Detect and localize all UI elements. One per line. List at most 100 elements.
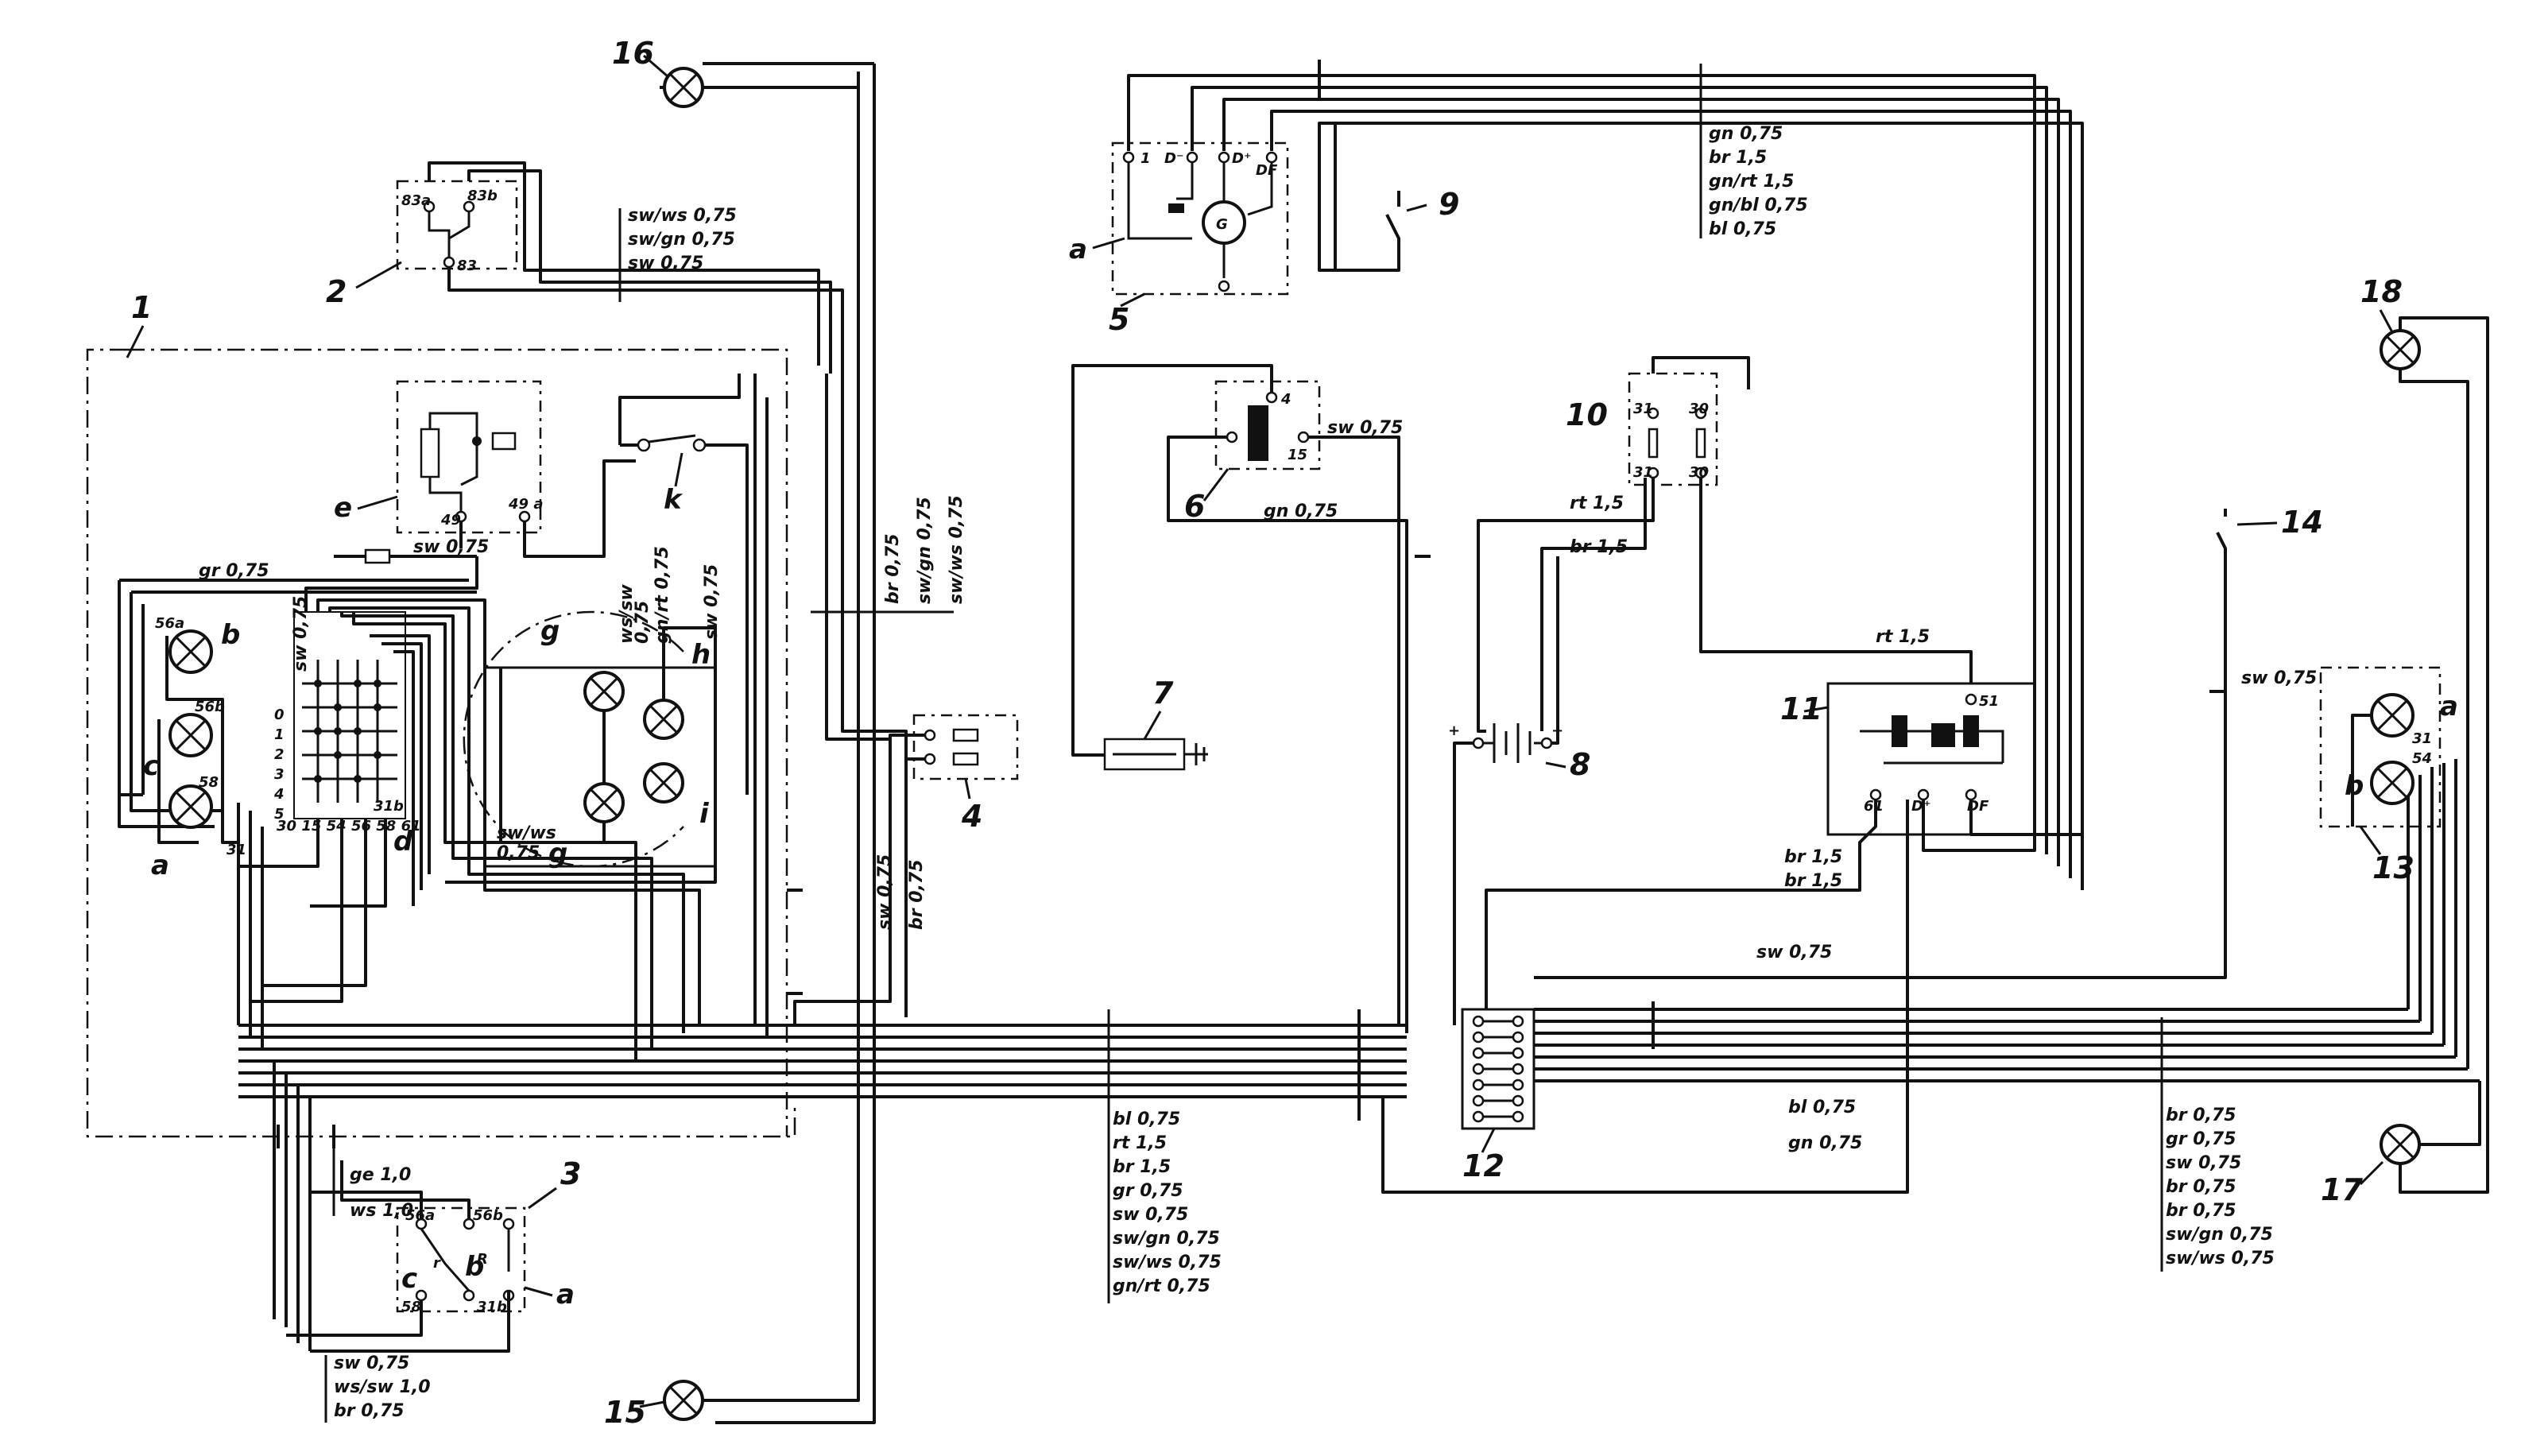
letter-c3: c [401, 1263, 417, 1295]
component-10: 31 30 31 30 10 [1477, 356, 1973, 733]
label-16: 16 [612, 36, 654, 71]
component-k: k [523, 374, 749, 795]
s-56b: 56b [473, 1207, 503, 1224]
label-6: 6 [1184, 489, 1205, 524]
wire-gr-left: gr 0,75 [199, 561, 269, 581]
component-4: 4 [889, 714, 1019, 834]
rbundle-br2: br 0,75 [2166, 1177, 2236, 1197]
bundle-br: br 1,5 [1113, 1157, 1171, 1177]
lamp-16: 16 [612, 36, 874, 108]
gen-D-minus: D⁻ [1164, 150, 1183, 167]
row-0: 0 [274, 707, 285, 723]
wire-gn-rt: gn/rt 0,75 [653, 546, 672, 644]
wire-br-10: br 1,5 [1570, 537, 1628, 557]
component-13: a b 31 54 13 [2319, 666, 2458, 885]
term-56a: 56a [155, 615, 184, 632]
wire-gn-g: gn 0,75 [1709, 124, 1783, 144]
term-31: 31 [227, 842, 246, 858]
wire-rt-11: rt 1,5 [1876, 627, 1930, 647]
term-83: 83 [457, 258, 477, 274]
battery-plus: + [1448, 722, 1460, 739]
component-14: 14 [2216, 505, 2323, 691]
label-12: 12 [1462, 1148, 1504, 1183]
label-4: 4 [961, 799, 982, 834]
label-9: 9 [1439, 187, 1459, 222]
row-4: 4 [273, 786, 285, 803]
row-5: 5 [274, 806, 285, 823]
wire-br-mid: br 0,75 [883, 533, 903, 604]
label-13: 13 [2372, 850, 2415, 885]
bundle-bl: bl 0,75 [1113, 1109, 1180, 1129]
wire-sw-e: sw 0,75 [413, 537, 489, 557]
wire-sw-gn-mid: sw/gn 0,75 [915, 497, 935, 604]
component-11: 51 61 D⁺ DF 11 [1381, 682, 2084, 1194]
coil-15: 15 [1288, 447, 1307, 463]
main-harness [237, 64, 2480, 1424]
term-58: 58 [199, 774, 219, 791]
reg-D-plus: D⁺ [1911, 798, 1930, 815]
bundle-rt: rt 1,5 [1113, 1133, 1167, 1153]
s-R: R [477, 1251, 488, 1268]
wire-l2: ws/sw 1,0 [334, 1377, 431, 1397]
fuse-30b: 30 [1689, 464, 1709, 481]
rbundle-br3: br 0,75 [2166, 1201, 2236, 1221]
coil-4: 4 [1280, 391, 1291, 408]
rbundle-gr: gr 0,75 [2166, 1129, 2236, 1149]
wire-sw-ws-g2: sw/ws [497, 823, 556, 843]
lamp-17: 17 [2321, 1081, 2481, 1207]
letter-a3: a [556, 1279, 575, 1311]
label-17: 17 [2321, 1172, 2363, 1207]
label-5: 5 [1109, 302, 1129, 337]
component-2: 83a 83b 83 2 [326, 161, 844, 374]
letter-g1: g [540, 615, 560, 647]
wire-gn-bl-g: gn/bl 0,75 [1709, 196, 1808, 215]
lamp-18: 18 [2360, 274, 2489, 1194]
gen-DF: DF [1256, 162, 1278, 179]
s-31b: 31b [477, 1299, 507, 1315]
label-18: 18 [2360, 274, 2403, 309]
s-r: r [433, 1255, 441, 1272]
wire-br-11a: br 1,5 [1784, 847, 1842, 867]
fuse-31a: 31 [1633, 401, 1653, 417]
instrument-cluster-boundary [86, 348, 796, 1138]
wire-sw-6: sw 0,75 [1327, 418, 1403, 438]
wire-sw-13: sw 0,75 [2241, 668, 2317, 688]
row-2: 2 [274, 746, 285, 763]
bundle-gr: gr 0,75 [1113, 1181, 1183, 1201]
wire-l3: br 0,75 [334, 1401, 405, 1421]
component-5: G 1 D⁻ D⁺ DF a 5 [1069, 141, 1289, 337]
wire-sw-top: sw 0,75 [628, 254, 703, 273]
component-6: 4 15 6 [1071, 364, 1408, 1033]
wire-gn-12: gn 0,75 [1788, 1133, 1862, 1153]
letter-d: d [393, 826, 413, 858]
label-1: 1 [131, 290, 152, 325]
label-7: 7 [1152, 676, 1174, 711]
wire-sw-12: sw 0,75 [1756, 943, 1832, 962]
instrument-cluster-boundary-2 [127, 348, 788, 1137]
component-9: 9 [1334, 123, 1459, 272]
lamp-15: 15 [604, 755, 860, 1430]
bundle-gn-rt: gn/rt 0,75 [1113, 1276, 1210, 1296]
wire-sw-h: sw 0,75 [702, 564, 722, 640]
letter-a5: a [1069, 234, 1087, 265]
letter-b1: b [221, 619, 240, 651]
letter-e: e [334, 492, 352, 524]
row-3: 3 [274, 766, 285, 783]
label-15: 15 [604, 1395, 646, 1430]
wire-rt-10: rt 1,5 [1570, 494, 1624, 513]
letter-a13: a [2440, 691, 2458, 722]
lamp-54: 54 [2412, 750, 2432, 767]
letter-k: k [664, 484, 683, 516]
term-49: 49 [440, 512, 461, 529]
component-7: 7 [1103, 676, 1208, 771]
wire-gn-rt-g: gn/rt 1,5 [1709, 172, 1794, 192]
wire-sw-d: sw 0,75 [291, 596, 311, 672]
letter-a1: a [151, 850, 169, 881]
letter-b3: b [465, 1251, 484, 1283]
rbundle-sw-gn: sw/gn 0,75 [2166, 1225, 2273, 1245]
label-10: 10 [1566, 397, 1608, 432]
bundle-sw-ws: sw/ws 0,75 [1113, 1253, 1222, 1272]
fuse-31b: 31 [1633, 464, 1653, 481]
wire-0-75: 0,75 [633, 601, 653, 644]
